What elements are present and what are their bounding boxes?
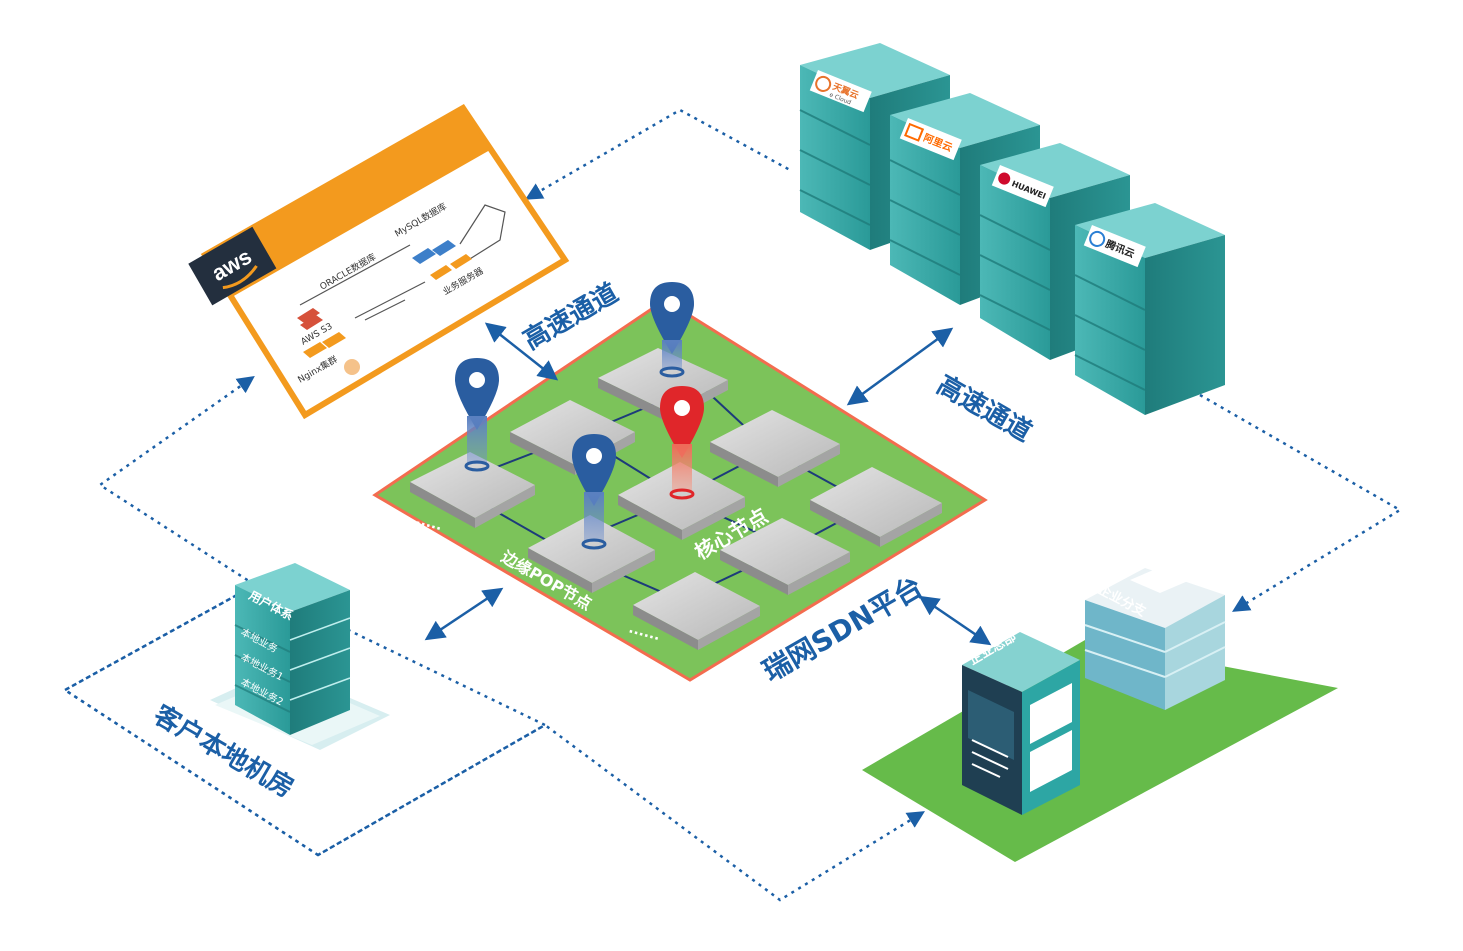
huawei-flower-icon xyxy=(998,172,1011,185)
route-cloud-to-branch xyxy=(1199,393,1403,612)
local-datacenter-region xyxy=(62,583,548,857)
hq-building: 企业总部 xyxy=(962,629,1080,815)
s3-bucket-icon xyxy=(297,308,323,330)
tile-1 xyxy=(410,452,535,528)
location-pin-icon xyxy=(572,434,616,550)
aliyun-logo: 阿里云 xyxy=(899,118,962,161)
tencent-logo: 腾讯云 xyxy=(1083,225,1146,268)
database-icon xyxy=(412,240,456,264)
location-pin-icon xyxy=(650,282,694,378)
tower-tencent: 腾讯云 xyxy=(1074,203,1225,415)
aws-panel: aws ORACLE数据库 MySQL数据库 AWS S3 Nginx集群 业务… xyxy=(188,104,570,420)
arrow-cloud-sdn xyxy=(846,327,954,406)
arrow-sdn-hq xyxy=(918,595,992,646)
pins xyxy=(455,282,704,550)
local-server: 用户体系 本地业务 本地业务1 本地业务2 xyxy=(210,563,390,750)
aws-connectors xyxy=(299,204,506,321)
route-aws-to-cloud xyxy=(524,108,791,200)
aliyun-bracket-icon xyxy=(904,122,925,142)
server-icon xyxy=(430,254,472,280)
enterprise-site: 企业分支 企业总部 xyxy=(862,565,1338,862)
nginx-icon xyxy=(303,332,360,375)
branch-building: 企业分支 xyxy=(1084,565,1226,710)
route-local-to-hq xyxy=(317,723,925,902)
cloud-icon xyxy=(815,75,832,92)
channel-arrows xyxy=(424,322,992,646)
tile-6 xyxy=(710,410,840,487)
huawei-logo: HUAWEI xyxy=(991,165,1054,208)
tile-7 xyxy=(633,572,760,650)
channel-right-label: 高速通道 xyxy=(932,369,1038,448)
arrow-aws-sdn xyxy=(484,322,559,381)
dots-left: ...... xyxy=(409,510,444,534)
local-tower xyxy=(234,563,351,735)
tile-9 xyxy=(810,467,942,547)
tile-8 xyxy=(720,518,850,595)
tencent-cloud-icon xyxy=(1089,230,1106,247)
cloud-servers: 天翼云 e Cloud 阿里云 xyxy=(799,43,1225,415)
dots-bottom: ...... xyxy=(627,620,662,644)
tile-5 xyxy=(618,462,745,540)
arrow-local-sdn xyxy=(424,587,504,641)
core-node-pin-icon xyxy=(660,386,704,500)
aws-logo: aws xyxy=(188,226,277,306)
tianyi-logo: 天翼云 e Cloud xyxy=(809,70,872,113)
